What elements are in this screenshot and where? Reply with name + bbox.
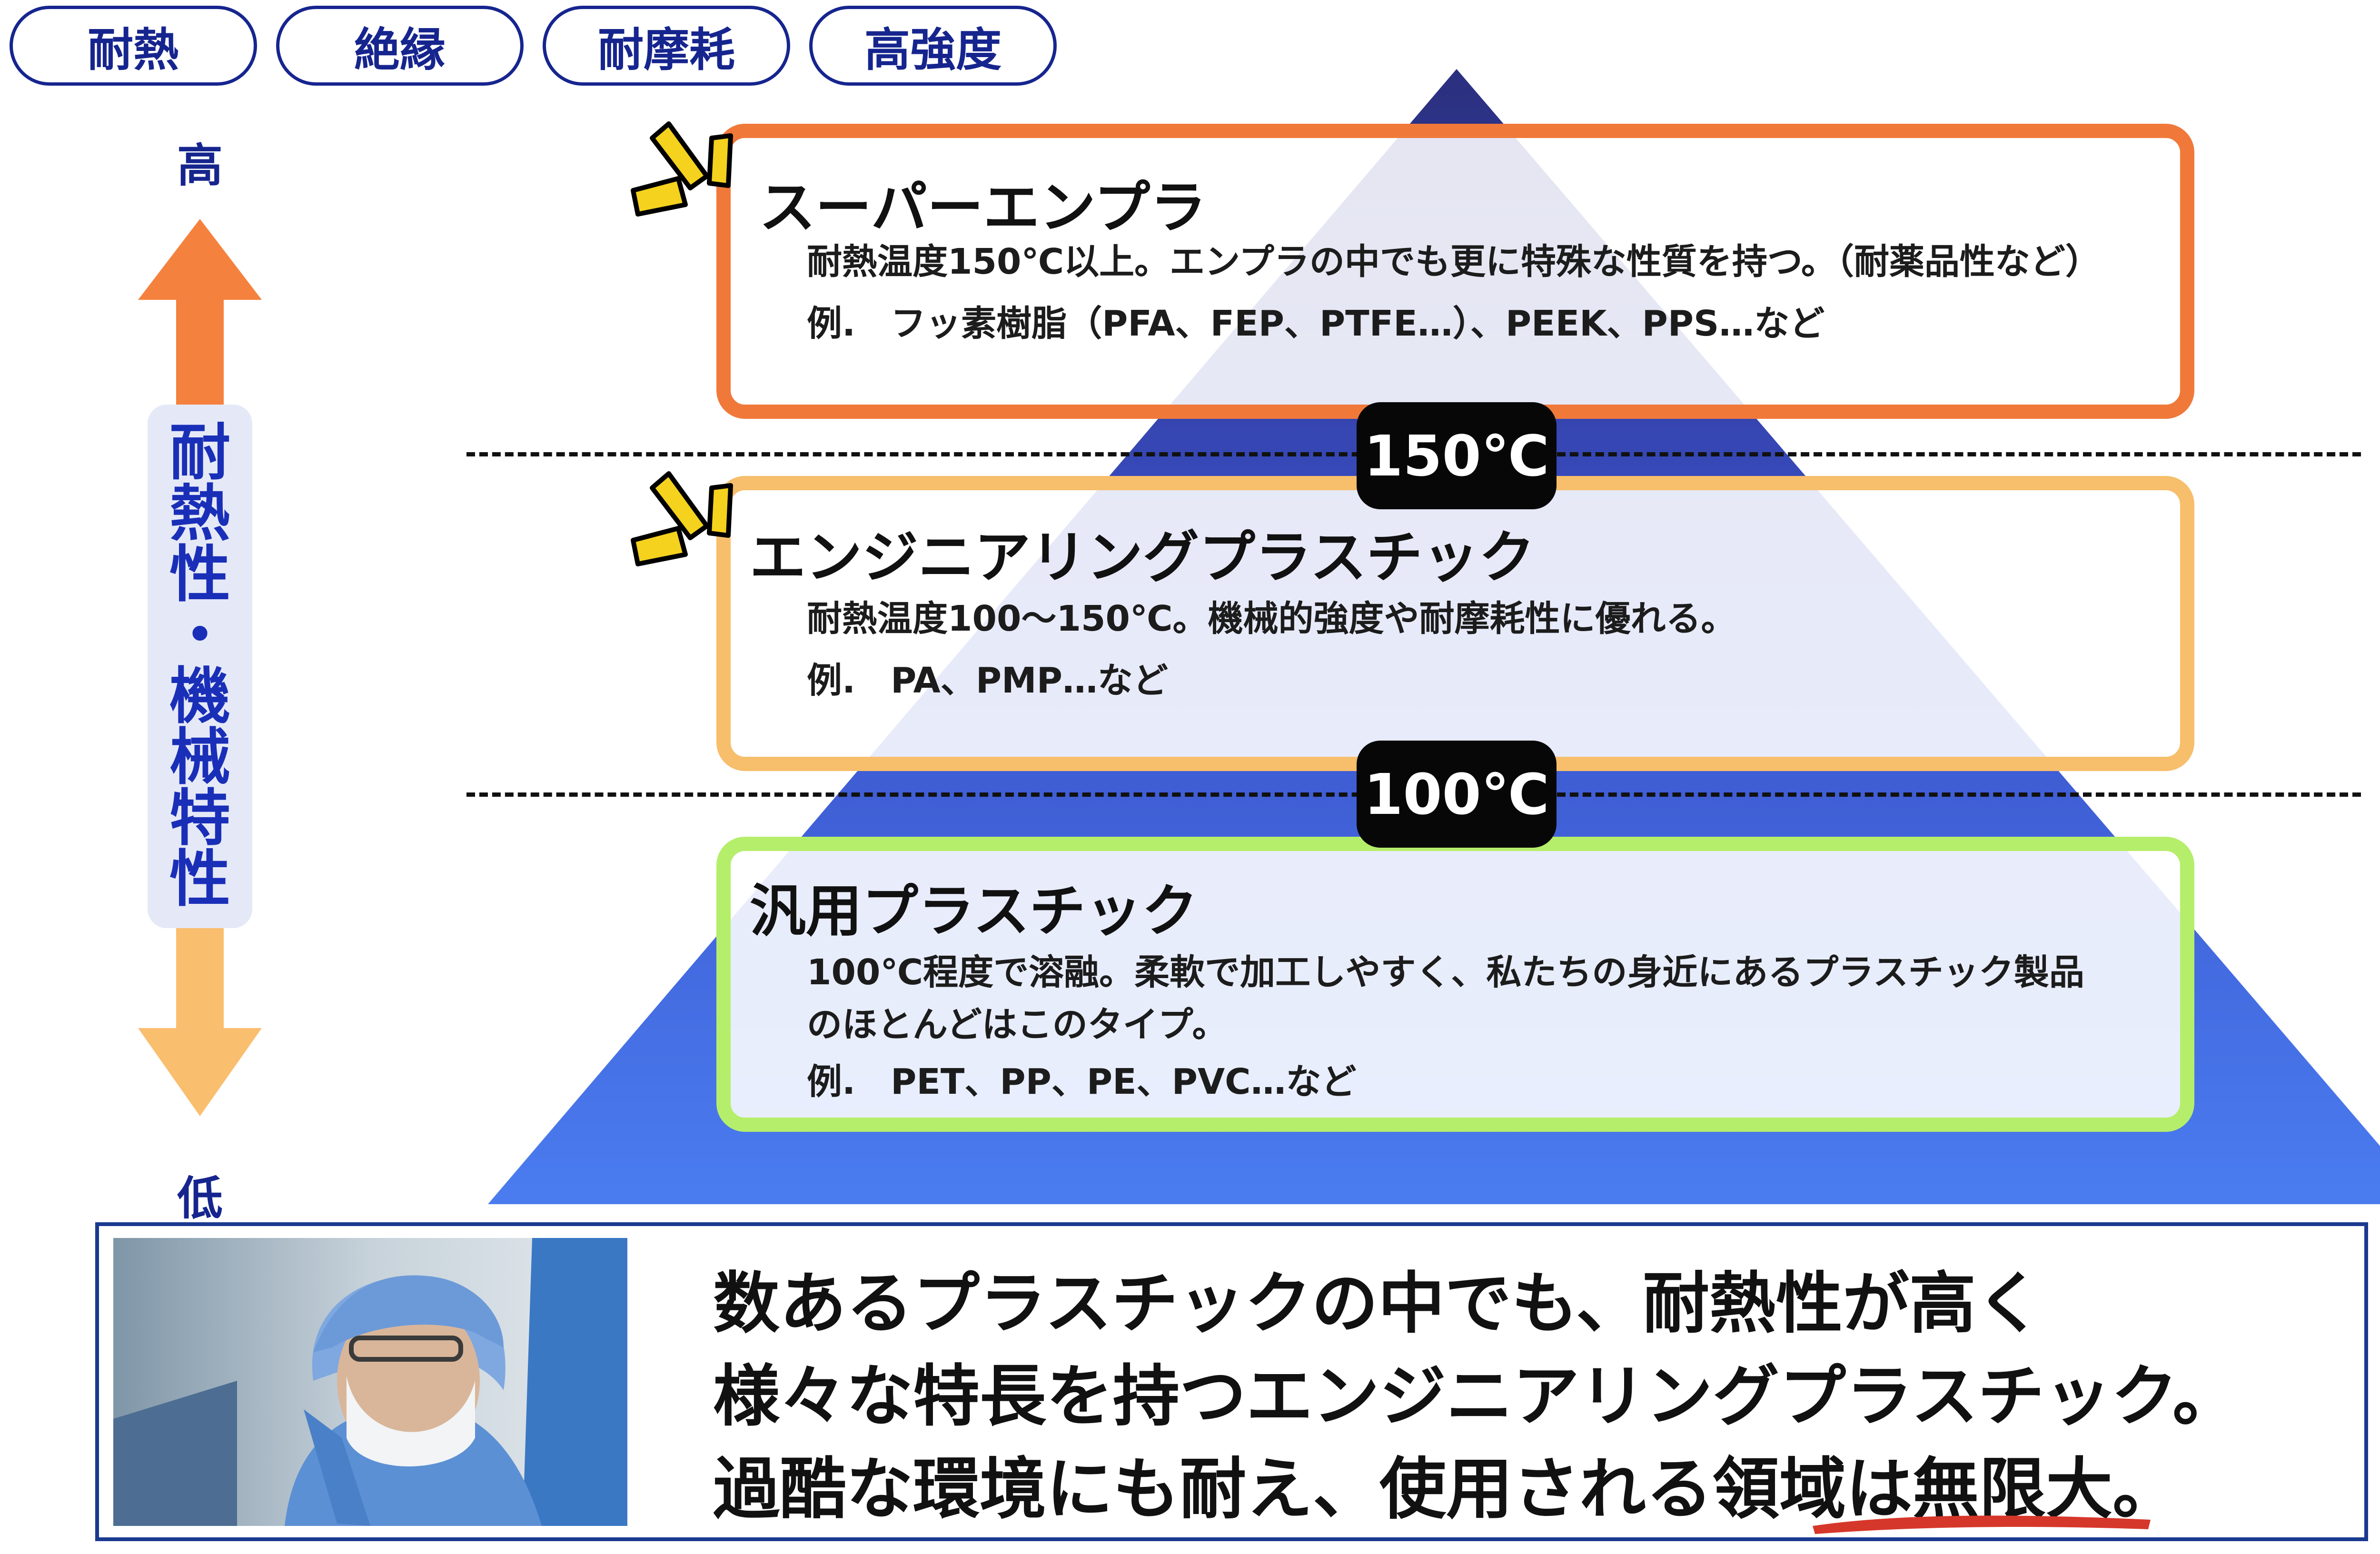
attention-mark-icon — [631, 471, 733, 566]
tier-description: 100℃程度で溶融。柔軟で加工しやすく、私たちの身近にあるプラスチック製品 — [807, 952, 2084, 993]
tier-description: 耐熱温度100～150℃。機械的強度や耐摩耗性に優れる。 — [807, 598, 1736, 639]
tier-title: 汎用プラスチック — [750, 878, 1198, 944]
emphasis-underline — [1813, 1515, 2151, 1534]
temp-badge-150: 150℃ — [1357, 402, 1557, 509]
tier-examples: 例. PET、PP、PE、PVC…など — [807, 1061, 1357, 1102]
axis-high-label: 高 — [177, 139, 223, 192]
worker-photo — [113, 1238, 627, 1526]
axis-title: 耐 熱 性 ・ 機 械 特 性 — [148, 405, 252, 928]
tag-pill-strength: 高強度 — [809, 6, 1057, 86]
tagline-line-3: 過酷な環境にも耐え、使用される領域は無限大。 — [713, 1451, 2180, 1528]
tag-pill-wear: 耐摩耗 — [543, 6, 790, 86]
arrow-up-icon — [138, 219, 262, 409]
tier-examples: 例. フッ素樹脂（PFA、FEP、PTFE…）、PEEK、PPS…など — [807, 303, 1825, 344]
tier-title: スーパーエンプラ — [759, 175, 1207, 240]
arrow-down-icon — [138, 928, 262, 1116]
tag-pill-insulation: 絶縁 — [276, 6, 524, 86]
tagline-line-2: 様々な特長を持つエンジニアリングプラスチック。 — [713, 1358, 2240, 1435]
summary-panel: 数あるプラスチックの中でも、耐熱性が高く 様々な特長を持つエンジニアリングプラス… — [95, 1222, 2368, 1541]
tier-engineering: エンジニアリングプラスチック 耐熱温度100～150℃。機械的強度や耐摩耗性に優… — [716, 476, 2194, 771]
tagline-line-1: 数あるプラスチックの中でも、耐熱性が高く — [713, 1265, 2043, 1343]
tier-title: エンジニアリングプラスチック — [750, 525, 1535, 590]
temp-badge-100: 100℃ — [1357, 741, 1557, 848]
attention-mark-icon — [631, 121, 733, 217]
axis-low-label: 低 — [177, 1172, 223, 1225]
tag-pill-heat: 耐熱 — [10, 6, 257, 86]
tier-description: 耐熱温度150℃以上。エンプラの中でも更に特殊な性質を持つ。（耐薬品性など） — [807, 241, 2101, 282]
tier-examples: 例. PA、PMP…など — [807, 660, 1168, 701]
tier-general-purpose: 汎用プラスチック 100℃程度で溶融。柔軟で加工しやすく、私たちの身近にあるプラ… — [716, 837, 2194, 1132]
tier-super-engineering: スーパーエンプラ 耐熱温度150℃以上。エンプラの中でも更に特殊な性質を持つ。（… — [716, 124, 2194, 419]
tier-description-cont: のほとんどはこのタイプ。 — [807, 1004, 1228, 1045]
